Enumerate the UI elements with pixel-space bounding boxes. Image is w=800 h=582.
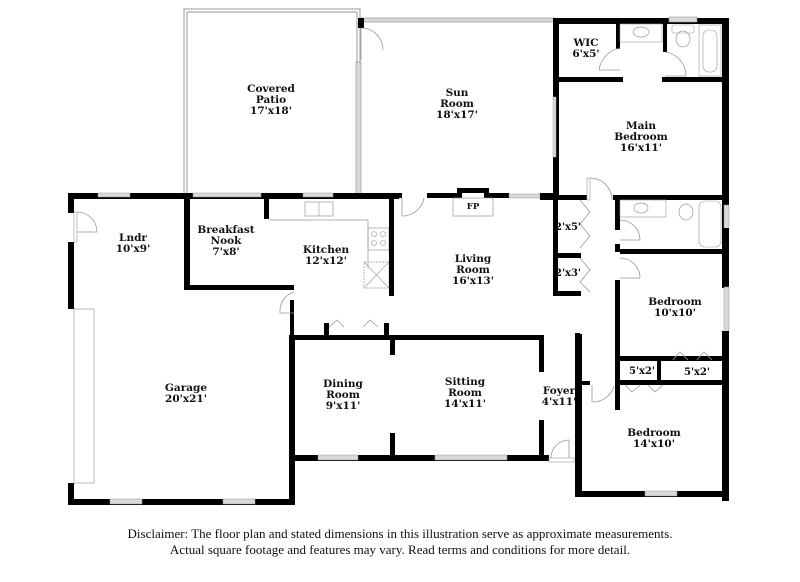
room-label-main-bedroom: Main Bedroom 16'x11' [614, 121, 668, 154]
room-dimensions: 20'x21' [165, 393, 207, 405]
room-name: Lndr [119, 232, 147, 244]
room-label-closet-5x2-a: 5'x2' [629, 366, 655, 377]
room-name: WIC [573, 37, 599, 49]
room-label-closet-2x5: 2'x5' [555, 222, 581, 233]
disclaimer-line-2: Actual square footage and features may v… [169, 542, 631, 557]
room-name: Foyer [542, 385, 576, 397]
room-dimensions: 10'x9' [115, 243, 151, 255]
room-dimensions: 18'x17' [436, 109, 478, 121]
room-label-sun-room: Sun Room 18'x17' [436, 88, 478, 121]
room-dimensions: 5'x2' [628, 366, 656, 377]
room-name: Main [625, 120, 657, 132]
room-name: Bedroom [627, 427, 681, 439]
room-dimensions: 16'x13' [452, 275, 494, 287]
room-dimensions: 14'x10' [633, 438, 675, 450]
room-label-closet-5x2-b: 5'x2' [684, 367, 710, 378]
room-name: Patio [255, 94, 287, 106]
room-dimensions: 2'x5' [554, 222, 582, 233]
window [552, 96, 557, 158]
room-dimensions: 9'x11' [325, 400, 361, 412]
room-name: Breakfast [197, 224, 255, 236]
fireplace-label: FP [467, 202, 479, 213]
bedroom-2-walls [615, 280, 725, 410]
kitchen-walls [184, 192, 399, 314]
room-name: Sitting [444, 376, 486, 388]
room-label-wic: WIC 6'x5' [572, 38, 599, 60]
room-dimensions: 10'x10' [654, 307, 696, 319]
room-name: Room [440, 98, 474, 110]
room-dimensions: 7'x8' [212, 246, 240, 258]
living-room-walls [394, 188, 557, 217]
room-dimensions: 16'x11' [620, 142, 662, 154]
room-label-covered-patio: Covered Patio 17'x18' [247, 84, 295, 117]
room-name: Covered [247, 83, 295, 95]
bath-2-walls [540, 177, 730, 501]
room-dimensions: 14'x11' [444, 398, 486, 410]
room-dimensions: 12'x12' [305, 255, 347, 267]
room-dimensions: 17'x18' [250, 105, 292, 117]
garage-and-laundry-walls [68, 192, 295, 505]
room-name: Nook [210, 235, 242, 247]
room-name: Room [448, 387, 482, 399]
room-dimensions: 2'x3' [554, 268, 582, 279]
room-label-kitchen: Kitchen 12'x12' [303, 245, 349, 267]
room-name: Kitchen [302, 244, 350, 256]
room-dimensions: 5'x2' [683, 367, 711, 378]
room-name: Garage [164, 382, 208, 394]
hall-closets [553, 195, 591, 296]
room-label-bedroom-2: Bedroom 10'x10' [648, 297, 702, 319]
room-label-garage: Garage 20'x21' [165, 383, 207, 405]
room-name: Sun [445, 87, 469, 99]
fireplace-text: FP [466, 202, 480, 212]
room-label-breakfast-nook: Breakfast Nook 7'x8' [197, 225, 254, 258]
room-label-foyer: Foyer 4'x11' [542, 386, 577, 408]
room-name: Bedroom [648, 296, 702, 308]
room-label-bedroom-3: Bedroom 14'x10' [627, 428, 681, 450]
room-name: Bedroom [614, 131, 668, 143]
room-label-dining-room: Dining Room 9'x11' [323, 379, 363, 412]
room-label-sitting-room: Sitting Room 14'x11' [444, 377, 486, 410]
room-dimensions: 4'x11' [541, 396, 577, 408]
room-name: Room [456, 264, 490, 276]
room-name: Room [326, 389, 360, 401]
room-label-living-room: Living Room 16'x13' [452, 254, 494, 287]
room-label-lndr: Lndr 10'x9' [116, 233, 151, 255]
room-name: Dining [323, 378, 363, 390]
dining-sitting-foyer-walls [294, 319, 582, 496]
room-label-closet-2x3: 2'x3' [555, 268, 581, 279]
disclaimer-line-1: Disclaimer: The floor plan and stated di… [127, 526, 673, 541]
room-name: Living [454, 253, 492, 265]
disclaimer: Disclaimer: The floor plan and stated di… [0, 526, 800, 558]
room-dimensions: 6'x5' [572, 48, 600, 60]
